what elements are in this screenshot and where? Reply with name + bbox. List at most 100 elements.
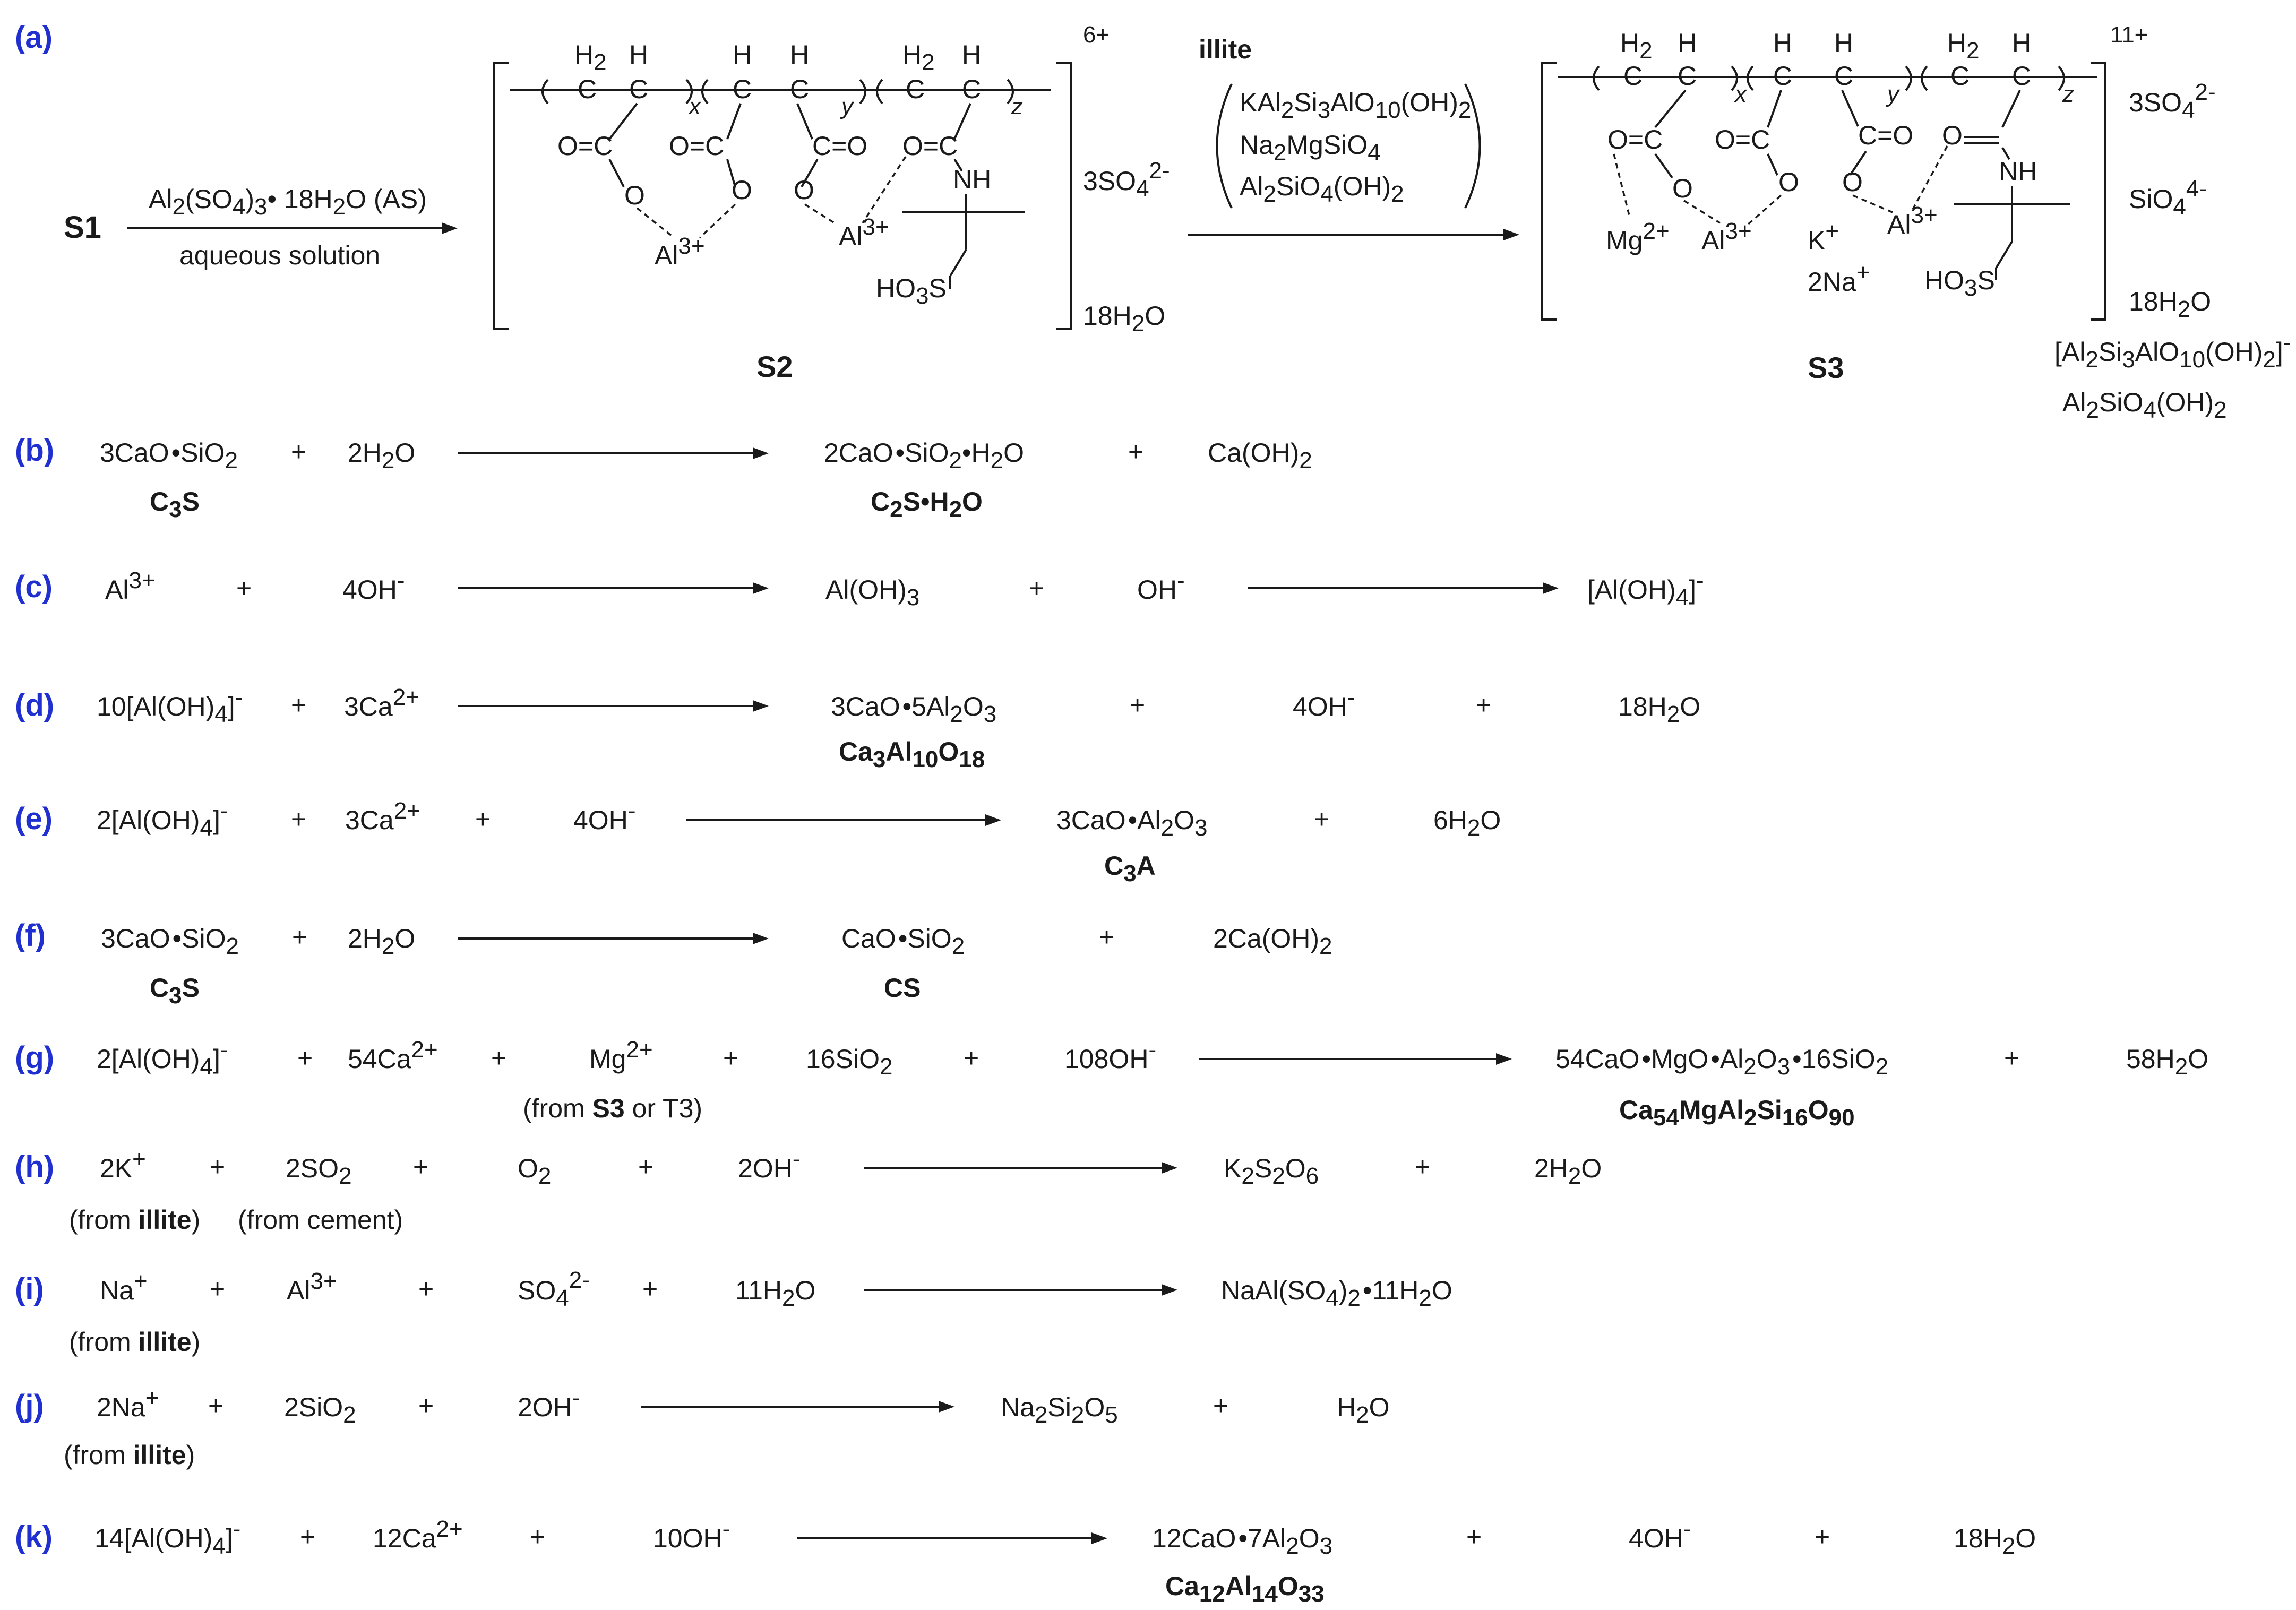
s2-water: 18H2O: [1083, 301, 1165, 337]
svg-text:x: x: [1734, 81, 1748, 107]
svg-text:H2: H2: [574, 40, 607, 75]
svg-text:O=C: O=C: [1607, 125, 1663, 154]
note-ca3al10o18: Ca3Al10O18: [839, 737, 985, 772]
equation-d: (d) 10[Al(OH)4]- + 3Ca2+ 3CaO•5Al2O3 + 4…: [15, 684, 1700, 772]
svg-text:+: +: [491, 1043, 506, 1073]
svg-text:O: O: [732, 175, 752, 205]
svg-text:+: +: [1314, 804, 1329, 834]
s3-al-ion-2: Al3+: [1887, 202, 1938, 239]
svg-text:2H2O: 2H2O: [1534, 1153, 1602, 1189]
svg-text:+: +: [292, 922, 307, 952]
s3-water: 18H2O: [2129, 287, 2211, 322]
s3-label: S3: [1808, 351, 1844, 384]
svg-text:O: O: [624, 180, 645, 210]
svg-text:+: +: [210, 1152, 225, 1182]
s3-left-bracket: [1541, 62, 1557, 321]
equation-c: (c) Al3+ + 4OH- Al(OH)3 + OH- [Al(OH)4]-: [15, 567, 1704, 610]
svg-text:Al3+: Al3+: [105, 567, 156, 605]
svg-text:NH: NH: [953, 165, 991, 194]
svg-text:C: C: [2012, 61, 2031, 91]
svg-text:2H2O: 2H2O: [348, 924, 415, 959]
svg-text:H2: H2: [1947, 28, 1980, 64]
svg-text:3CaO•SiO2: 3CaO•SiO2: [100, 438, 238, 473]
equation-j: (j) 2Na+ + 2SiO2 + 2OH- Na2Si2O5 + H2O (…: [15, 1385, 1390, 1470]
svg-text:C: C: [629, 74, 648, 104]
svg-text:+: +: [1415, 1152, 1430, 1182]
svg-text:z: z: [2062, 81, 2074, 107]
svg-text:O=C: O=C: [1715, 125, 1770, 154]
s1-label: S1: [64, 210, 101, 245]
svg-text:3Ca2+: 3Ca2+: [344, 684, 419, 721]
svg-text:SO42-: SO42-: [518, 1267, 590, 1311]
step1-condition: aqueous solution: [179, 240, 380, 270]
s3-mg-ion: Mg2+: [1606, 218, 1670, 255]
svg-text:+: +: [723, 1043, 738, 1073]
svg-text:+: +: [1213, 1391, 1228, 1420]
note-c3a: C3A: [1104, 851, 1156, 886]
svg-text:+: +: [1128, 437, 1143, 467]
illite-mineral-2: Na2MgSiO4: [1240, 130, 1381, 166]
svg-text:C=O: C=O: [1858, 120, 1913, 150]
svg-text:2[Al(OH)4]-: 2[Al(OH)4]-: [97, 1037, 228, 1080]
note-ca12al14o33: Ca12Al14O33: [1165, 1571, 1325, 1607]
note-from-cement: (from cement): [238, 1205, 403, 1235]
svg-text:3CaO•5Al2O3: 3CaO•5Al2O3: [831, 692, 996, 727]
svg-text:3CaO•Al2O3: 3CaO•Al2O3: [1056, 805, 1207, 841]
svg-text:H: H: [1834, 28, 1853, 58]
note-from-illite-i: (from illite): [69, 1327, 200, 1357]
svg-text:2OH-: 2OH-: [738, 1146, 800, 1183]
svg-text:H: H: [733, 40, 752, 70]
svg-text:O: O: [794, 175, 814, 205]
svg-text:CaO•SiO2: CaO•SiO2: [841, 924, 965, 959]
svg-text:H: H: [790, 40, 809, 70]
svg-text:C: C: [1950, 61, 1970, 91]
svg-text:4OH-: 4OH-: [573, 798, 635, 835]
svg-text:NH: NH: [1999, 157, 2037, 186]
svg-text:C: C: [733, 74, 752, 104]
svg-text:6H2O: 6H2O: [1433, 805, 1501, 841]
note-from-s3-or-t3: (from S3 or T3): [523, 1094, 702, 1123]
svg-text:O=C: O=C: [557, 131, 613, 161]
svg-text:z: z: [1011, 93, 1023, 119]
s3-sulfonic-group: HO3S: [1924, 265, 1995, 301]
svg-text:10OH-: 10OH-: [653, 1516, 730, 1553]
svg-text:+: +: [418, 1391, 434, 1420]
svg-text:Ca(OH)2: Ca(OH)2: [1208, 438, 1312, 473]
arrow-s1-to-s2: [127, 222, 458, 234]
svg-text:+: +: [210, 1274, 225, 1304]
svg-text:+: +: [236, 573, 252, 603]
svg-text:H2: H2: [1620, 28, 1653, 64]
svg-text:Na2Si2O5: Na2Si2O5: [1001, 1392, 1118, 1428]
illite-title: illite: [1199, 35, 1252, 64]
svg-text:K2S2O6: K2S2O6: [1224, 1153, 1319, 1189]
svg-text:3CaO•SiO2: 3CaO•SiO2: [101, 924, 239, 959]
svg-text:Mg2+: Mg2+: [589, 1037, 653, 1074]
s3-silicate: SiO44-: [2129, 176, 2207, 220]
svg-text:+: +: [1466, 1522, 1482, 1552]
step1-reagent: Al2(SO4)3• 18H2O (AS): [149, 184, 427, 220]
s2-sulfate: 3SO42-: [1083, 158, 1170, 202]
svg-text:y: y: [1886, 81, 1901, 107]
panel-a-label: (a): [15, 20, 53, 55]
equation-k: (k) 14[Al(OH)4]- + 12Ca2+ + 10OH- 12CaO•…: [15, 1516, 2036, 1607]
s2-al-ion-2: Al3+: [839, 214, 889, 251]
note-ca54mgal2si16o90: Ca54MgAl2Si16O90: [1619, 1095, 1855, 1131]
svg-text:+: +: [300, 1522, 315, 1552]
s2-left-bracket: [493, 62, 509, 330]
svg-text:C: C: [962, 74, 981, 104]
equation-g-label: (g): [15, 1040, 54, 1075]
equation-b-label: (b): [15, 433, 54, 468]
svg-text:2OH-: 2OH-: [518, 1385, 580, 1422]
svg-text:O: O: [1942, 120, 1963, 150]
svg-text:4OH-: 4OH-: [342, 567, 405, 605]
svg-text:+: +: [530, 1522, 545, 1552]
svg-text:14[Al(OH)4]-: 14[Al(OH)4]-: [94, 1516, 240, 1559]
svg-text:+: +: [297, 1043, 313, 1073]
svg-text:12Ca2+: 12Ca2+: [373, 1516, 463, 1553]
illite-mineral-3: Al2SiO4(OH)2: [1240, 171, 1404, 207]
svg-text:Na+: Na+: [100, 1268, 148, 1305]
svg-text:+: +: [1476, 690, 1491, 720]
svg-text:C: C: [1623, 61, 1643, 91]
s3-structure: 11+ 3SO42- SiO44- 18H2O [Al2Si3AlO10(OH)…: [1541, 22, 2291, 423]
